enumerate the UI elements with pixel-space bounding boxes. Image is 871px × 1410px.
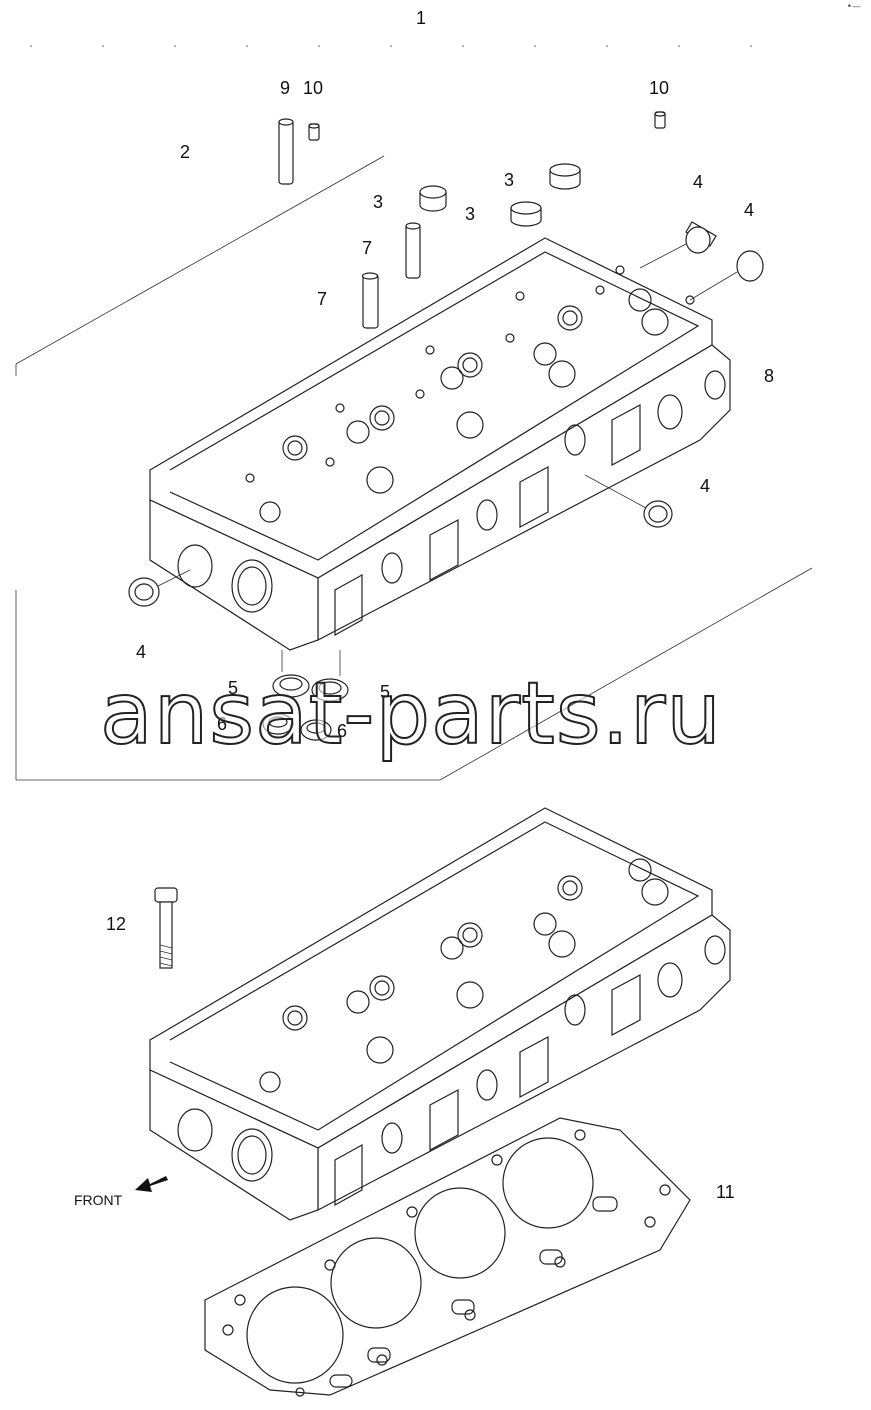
callout-4: 4 [693,172,703,192]
callout-5: 5 [228,678,238,698]
callout-4: 4 [744,200,754,220]
callout-3: 3 [504,170,514,190]
seal-5-b [311,678,349,702]
leader-4-d [157,569,191,587]
leader-4-c [584,474,647,509]
valve-guide-7-b [361,272,379,329]
callout-3: 3 [465,204,475,224]
callout-10: 10 [303,78,323,98]
callout-3: 3 [373,192,383,212]
seal-5-a [272,674,310,698]
callouts: 1 2 9 10 10 3 3 3 4 4 4 4 7 7 8 5 5 6 6 … [106,8,774,1202]
callout-7: 7 [362,238,372,258]
dowel-10-right [654,111,666,129]
seal-6-b [300,719,332,741]
cylinder-head-lower [149,807,731,1221]
cap-3-c [549,163,581,190]
head-gasket-11 [204,1117,691,1397]
callout-4: 4 [136,642,146,662]
head-bolt-12 [154,887,178,969]
callout-8: 8 [764,366,774,386]
callout-12: 12 [106,914,126,934]
callout-5: 5 [380,682,390,702]
valve-guide-7-a [405,222,421,279]
callout-6: 6 [217,714,227,734]
callout-2: 2 [180,142,190,162]
assembly-boundary [15,45,820,781]
plug-4-a [685,221,717,254]
leader-4-b [689,271,738,301]
callout-1: 1 [416,8,426,28]
corner-mark: •— [846,2,861,12]
callout-7: 7 [317,289,327,309]
leader-4-a [639,243,687,269]
cap-3-a [419,185,447,212]
cylinder-head-upper [149,237,731,651]
plug-4-c [643,500,673,528]
callout-6: 6 [337,721,347,741]
seal-6-a [262,713,294,735]
dowel-pin-9 [278,118,294,185]
plug-4-d [128,577,160,607]
front-arrow-icon [135,1176,168,1192]
callout-4: 4 [700,476,710,496]
front-label: FRONT [74,1192,123,1208]
dowel-10-left [308,123,320,141]
callout-9: 9 [280,78,290,98]
cap-3-b [510,201,542,227]
plug-4-b [736,250,764,282]
callout-11: 11 [716,1182,735,1202]
callout-10: 10 [649,78,669,98]
